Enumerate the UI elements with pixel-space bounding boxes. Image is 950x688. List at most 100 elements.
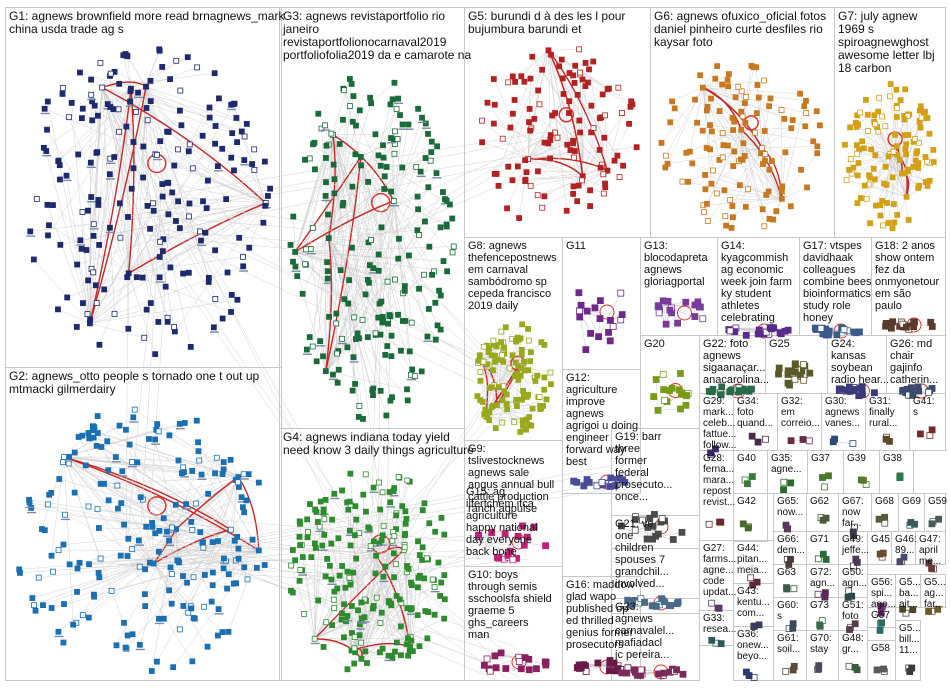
node	[305, 529, 311, 535]
edge	[89, 174, 111, 324]
node	[904, 113, 911, 119]
group-label-g58: G58	[871, 643, 890, 654]
node	[198, 237, 204, 244]
group-label-line: agne...	[771, 464, 802, 475]
edge	[577, 94, 583, 177]
node	[877, 609, 885, 617]
node	[354, 330, 361, 337]
node-caption-mark	[239, 270, 249, 272]
node	[875, 108, 882, 115]
node	[235, 484, 242, 490]
group-label-g5b: G5...bill...11...	[899, 623, 921, 656]
node	[740, 140, 747, 147]
node	[580, 482, 588, 490]
edge	[332, 134, 382, 302]
node-caption-mark	[197, 244, 207, 246]
node	[877, 212, 884, 219]
node	[212, 123, 219, 129]
node	[527, 358, 534, 365]
node	[720, 142, 727, 148]
edge	[487, 102, 529, 160]
node-caption-mark	[134, 96, 144, 99]
group-label-line: G5...	[899, 577, 921, 588]
node	[267, 185, 273, 192]
node-caption-mark	[152, 158, 162, 161]
node	[513, 337, 519, 344]
node	[891, 219, 898, 226]
node	[344, 344, 351, 351]
node	[356, 107, 363, 114]
node	[189, 165, 196, 172]
node	[887, 324, 895, 332]
node	[872, 121, 879, 127]
node	[367, 94, 374, 101]
node	[375, 251, 382, 258]
node-caption-mark	[316, 345, 326, 347]
group-label-line: now	[842, 507, 861, 518]
node	[160, 515, 167, 522]
node	[598, 479, 606, 486]
node	[346, 574, 353, 581]
node	[416, 552, 423, 558]
node	[910, 163, 917, 170]
node	[63, 172, 70, 179]
node	[871, 176, 878, 183]
node	[323, 155, 329, 161]
node	[318, 125, 325, 132]
node	[855, 392, 863, 400]
group-label-line: davidhaak	[803, 252, 854, 264]
group-label-line: ag economic	[721, 264, 784, 276]
group-label-line: bujumbura barundi et	[468, 22, 582, 36]
group-box-g1	[5, 7, 282, 368]
node	[197, 228, 203, 235]
node	[422, 608, 429, 614]
node	[649, 522, 657, 530]
node	[718, 383, 726, 391]
node	[499, 352, 505, 359]
node	[114, 482, 121, 489]
node	[75, 151, 82, 158]
node	[96, 525, 102, 531]
group-label-g40: G40	[737, 453, 756, 464]
node	[351, 660, 358, 667]
edge	[89, 299, 238, 324]
node	[322, 192, 329, 199]
node	[156, 254, 163, 260]
group-label-g20: G20	[644, 338, 665, 350]
group-label-line: pitan...	[737, 554, 767, 565]
node	[916, 182, 922, 189]
node	[564, 141, 571, 148]
node	[846, 626, 853, 633]
node	[240, 253, 246, 260]
node	[296, 577, 303, 584]
group-label-line: fattue...	[703, 429, 736, 440]
group-label-line: G38	[883, 453, 902, 464]
node-caption-mark	[106, 162, 116, 165]
group-label-line: G2: agnews_otto people s tornado one t o…	[9, 369, 260, 383]
node	[349, 387, 356, 394]
node	[164, 528, 170, 535]
node	[571, 80, 578, 86]
edge	[130, 88, 173, 193]
node	[523, 394, 530, 400]
node	[116, 422, 123, 429]
node	[714, 63, 721, 70]
node	[403, 641, 410, 648]
node	[173, 57, 180, 64]
node	[677, 405, 684, 413]
node	[799, 436, 807, 443]
node	[563, 207, 570, 214]
node	[704, 218, 711, 225]
node	[887, 93, 893, 100]
node	[377, 162, 384, 169]
node	[147, 98, 154, 105]
edge	[63, 456, 193, 662]
node	[541, 386, 548, 393]
edge	[881, 116, 907, 197]
node	[863, 97, 869, 103]
node	[925, 559, 933, 567]
node	[885, 220, 892, 226]
node	[41, 105, 48, 112]
